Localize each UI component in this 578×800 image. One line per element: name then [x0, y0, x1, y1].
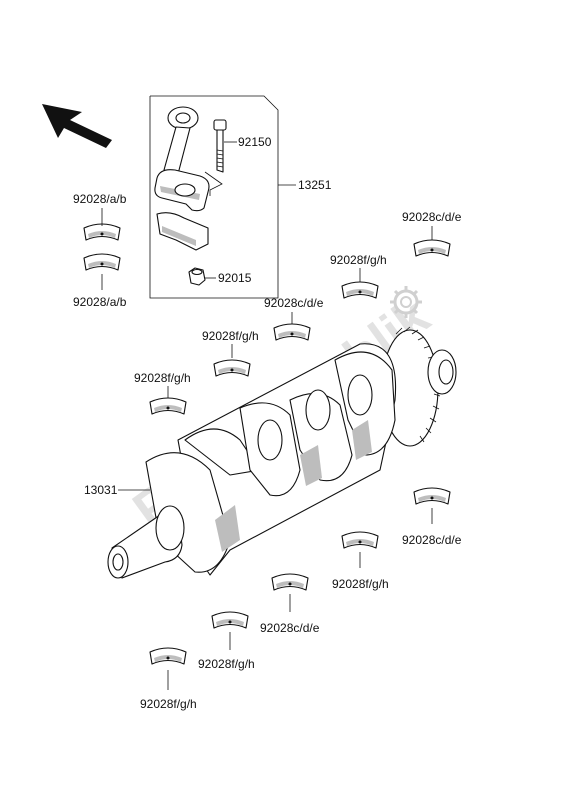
bearing-shell-fgh-2: [213, 359, 251, 377]
rod-assembly-label: 13251: [298, 178, 332, 192]
bearing-fgh-4-label: 92028f/g/h: [332, 577, 389, 591]
bearing-fgh-5-label: 92028f/g/h: [198, 657, 255, 671]
rod-bolt-label: 92150: [238, 135, 272, 149]
bearing-shell-fgh-4: [341, 531, 379, 549]
rod-assembly-group: 13251 92150 92015: [149, 95, 332, 299]
rod-nut: 92015: [188, 267, 252, 286]
bearing-cde-2-label: 92028c/d/e: [264, 296, 324, 310]
bearing-shell-fgh-5: [211, 611, 249, 629]
bearing-cde-1-label: 92028c/d/e: [402, 210, 462, 224]
bearing-shell-cde-4: [271, 573, 309, 591]
crankshaft-label: 13031: [84, 483, 118, 497]
rod-bolt: 92150: [204, 119, 272, 196]
bearing-shell-cde-1: [413, 239, 451, 257]
bearing-cde-3-label: 92028c/d/e: [402, 533, 462, 547]
bearing-shell-ab-top: [83, 223, 121, 241]
gear-icon: [390, 286, 422, 318]
bearing-shell-cde-2: [273, 323, 311, 341]
bearing-fgh-2-label: 92028f/g/h: [202, 329, 259, 343]
bearing-ab-top-label: 92028/a/b: [73, 192, 127, 206]
connecting-rod-cap: [156, 212, 209, 251]
bearing-ab-bottom-label: 92028/a/b: [73, 295, 127, 309]
front-arrow-icon: [42, 104, 112, 148]
bearing-shell-fgh-3: [149, 397, 187, 415]
bearing-cde-4-label: 92028c/d/e: [260, 621, 320, 635]
crank-gear: [381, 326, 457, 447]
connecting-rod: [154, 106, 210, 212]
bearing-fgh-3-label: 92028f/g/h: [134, 371, 191, 385]
bearing-shell-fgh-1: [341, 281, 379, 299]
rod-assembly-frame: [149, 95, 279, 299]
bearing-shell-fgh-6: [149, 647, 187, 665]
bearing-shell-ab-bottom: [83, 253, 121, 271]
rod-nut-label: 92015: [218, 271, 252, 285]
bearing-shell-cde-3: [413, 487, 451, 505]
crankshaft: 13031: [84, 326, 457, 579]
bearing-fgh-6-label: 92028f/g/h: [140, 697, 197, 711]
bearing-fgh-1-label: 92028f/g/h: [330, 253, 387, 267]
